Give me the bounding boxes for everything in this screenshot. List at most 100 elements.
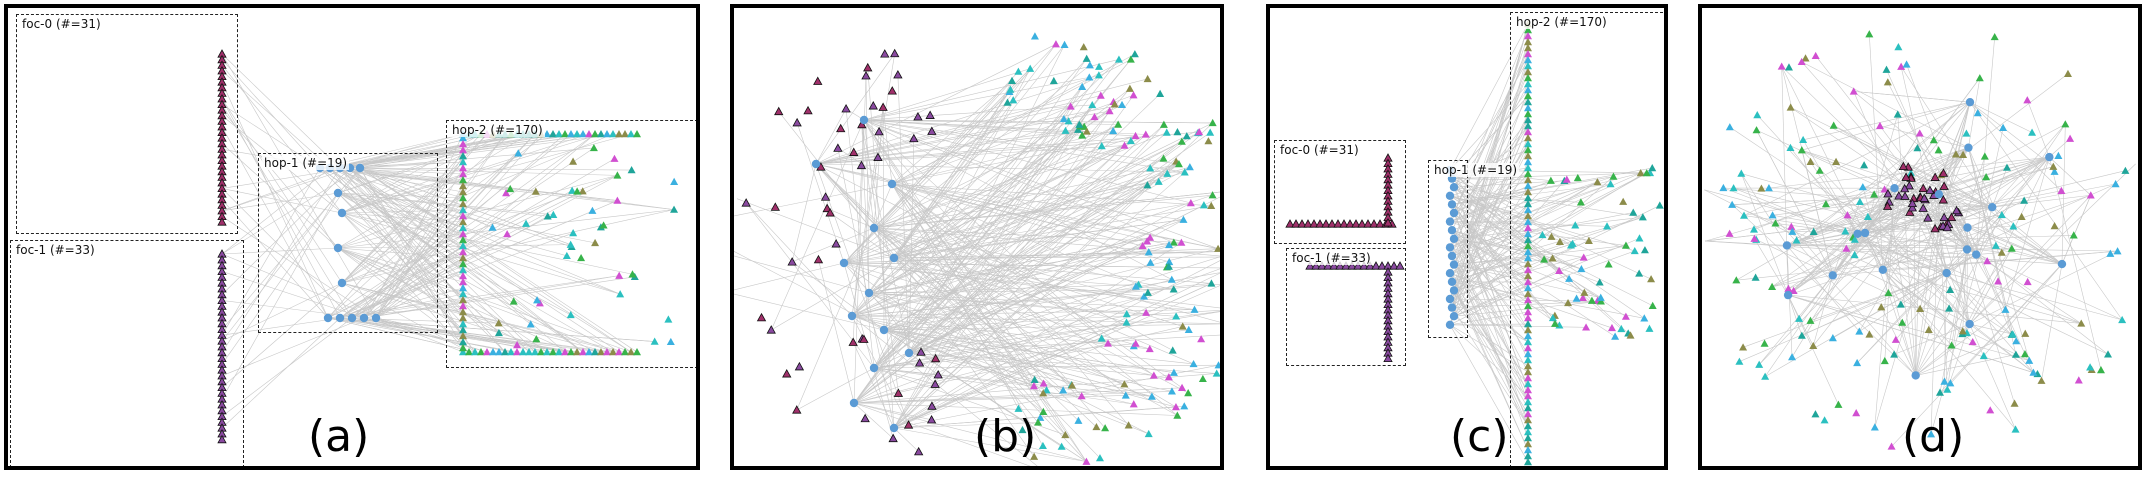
edge — [897, 74, 910, 354]
triangle-node — [926, 414, 937, 424]
triangle-node — [1551, 319, 1560, 327]
triangle-node — [1524, 140, 1532, 148]
edge — [1758, 275, 1834, 365]
triangle-node — [1524, 260, 1532, 268]
triangle-node — [2077, 319, 2086, 327]
edge — [349, 167, 632, 171]
triangle-node — [1524, 392, 1532, 400]
triangle-node — [1942, 222, 1953, 232]
triangle-node — [495, 348, 503, 356]
triangle-node — [1829, 121, 1838, 129]
triangle-node — [459, 332, 467, 340]
circle-node — [1445, 217, 1455, 226]
triangle-node — [1979, 351, 1988, 360]
triangle-node — [1524, 326, 1532, 334]
edge — [863, 119, 1087, 462]
triangle-node — [1524, 26, 1532, 34]
edge — [1847, 156, 2050, 216]
edge — [1801, 101, 1971, 151]
triangle-node — [513, 341, 522, 349]
circle-node — [1965, 319, 1974, 329]
edge — [221, 167, 351, 212]
triangle-node — [1809, 341, 1818, 350]
edge — [1453, 238, 1529, 265]
triangle-node — [1125, 84, 1134, 92]
edge — [375, 133, 542, 319]
triangle-node — [1524, 38, 1532, 46]
triangle-node — [1140, 292, 1149, 300]
edge — [1894, 187, 2109, 355]
triangle-node — [501, 348, 509, 356]
triangle-node — [579, 348, 587, 356]
edge — [1930, 207, 1993, 435]
edge — [339, 299, 464, 319]
triangle-node — [831, 239, 841, 248]
triangle-node — [1524, 176, 1532, 184]
triangle-node — [1129, 400, 1138, 408]
circle-node — [333, 243, 343, 253]
triangle-node — [1938, 168, 1949, 177]
triangle-node — [930, 379, 940, 388]
circle-node — [1934, 190, 1944, 199]
triangle-node — [803, 105, 813, 115]
group-label: hop-2 (#=170) — [1514, 15, 1609, 29]
triangle-node — [1855, 197, 1864, 206]
triangle-node — [543, 212, 552, 220]
triangle-node — [909, 133, 919, 143]
triangle-node — [1075, 120, 1084, 128]
triangle-node — [1799, 135, 1808, 144]
triangle-node — [1524, 332, 1532, 340]
triangle-node — [1169, 368, 1178, 376]
triangle-node — [597, 348, 605, 356]
edge — [339, 167, 476, 353]
edge — [893, 364, 1219, 429]
triangle-node — [1571, 221, 1580, 229]
edge — [1908, 166, 2063, 265]
triangle-node — [2111, 179, 2120, 188]
edge — [908, 312, 1147, 354]
circle-node — [1445, 294, 1455, 304]
triangle-node — [573, 187, 582, 195]
edge — [2061, 195, 2092, 265]
triangle-node — [1104, 339, 1113, 347]
triangle-node — [756, 312, 767, 322]
circle-node — [1445, 320, 1455, 329]
triangle-node — [549, 210, 558, 218]
triangle-node — [610, 154, 619, 162]
edge — [873, 367, 1066, 436]
triangle-node — [1524, 170, 1532, 178]
edge — [1790, 107, 1993, 208]
edge — [2027, 100, 2050, 158]
circle-node — [811, 159, 821, 169]
edge — [853, 326, 1183, 404]
triangle-node — [1880, 356, 1889, 365]
edge — [908, 135, 1187, 354]
triangle-node — [569, 157, 578, 165]
graph-d — [1704, 30, 2136, 450]
triangle-node — [1991, 241, 2000, 249]
edge — [863, 119, 1083, 136]
edge — [851, 132, 1199, 317]
triangle-node — [1375, 219, 1385, 228]
edge — [375, 317, 464, 353]
triangle-node — [2011, 425, 2020, 433]
triangle-node — [1146, 164, 1155, 172]
triangle-node — [1094, 71, 1103, 79]
triangle-node — [573, 348, 581, 356]
triangle-node — [1728, 200, 1737, 208]
triangle-node — [628, 270, 637, 278]
edge — [1449, 23, 1529, 300]
triangle-node — [1120, 141, 1129, 149]
triangle-node — [1371, 261, 1381, 270]
edge — [1449, 272, 1613, 329]
edge — [1910, 178, 1947, 274]
triangle-node — [1927, 430, 1936, 438]
edge — [1991, 167, 2008, 208]
circle-node — [1445, 191, 1455, 200]
triangle-node — [609, 130, 617, 138]
circle-node — [335, 313, 345, 323]
circle-node — [337, 208, 347, 218]
circle-node — [1447, 251, 1457, 261]
edge — [863, 119, 1044, 412]
triangle-node — [1940, 377, 1949, 385]
